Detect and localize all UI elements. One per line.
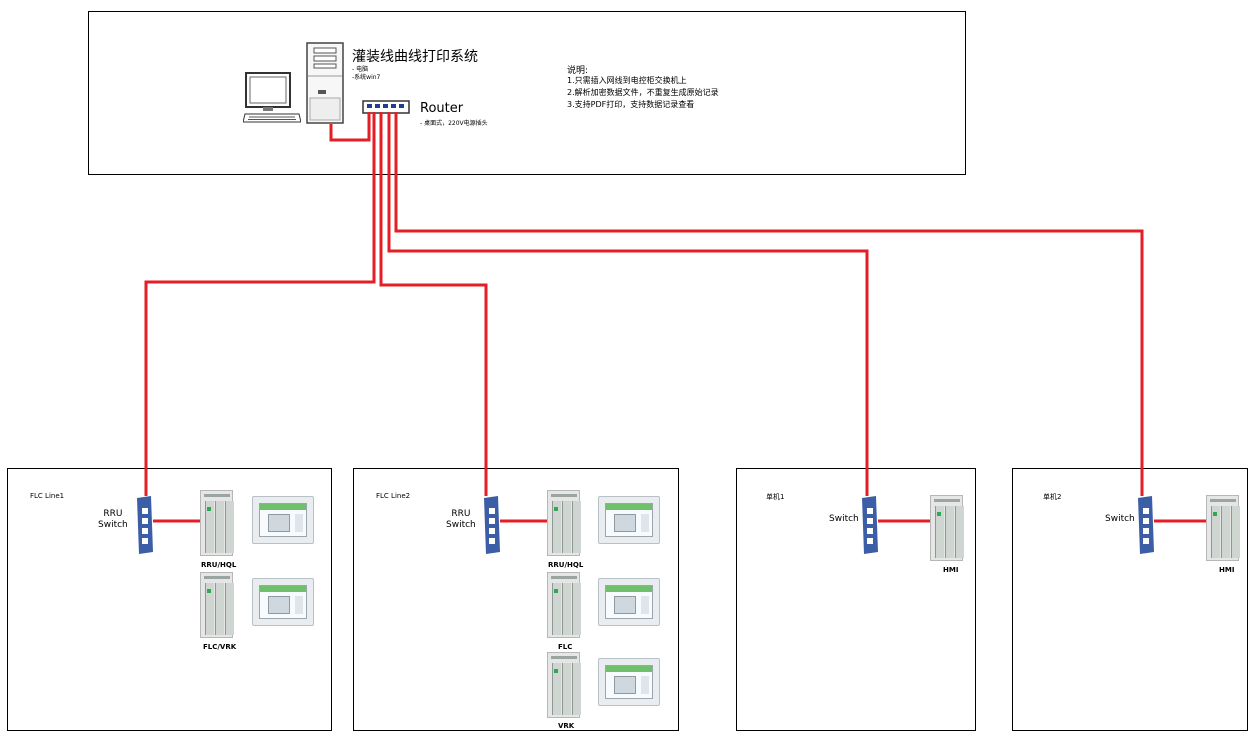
hmi-icon (252, 496, 314, 544)
router-note: - 桌面式，220V电源插头 (420, 120, 488, 127)
pc-note-2: -系统win7 (352, 74, 381, 81)
plc-icon (200, 572, 234, 638)
plc-icon (1206, 495, 1240, 561)
device-label-flc-line2: FLC (558, 643, 573, 651)
switch-label-line2: RRU Switch (446, 509, 476, 530)
switch-icon (1138, 496, 1154, 554)
switch-label-standalone-2: Switch (1105, 514, 1135, 524)
hmi-icon (598, 578, 660, 626)
device-label-flc-vrk-line1: FLC/VRK (203, 643, 237, 651)
device-label-hmi-standalone-2: HMI (1219, 566, 1235, 574)
pc-tower-icon (306, 42, 344, 124)
switch-label-standalone-1: Switch (829, 514, 859, 524)
device-label-hmi-standalone-1: HMI (943, 566, 959, 574)
plc-icon (547, 652, 581, 718)
plc-icon (930, 495, 964, 561)
plc-icon (547, 490, 581, 556)
switch-icon (484, 496, 500, 554)
panel-title-standalone-1: 单机1 (766, 493, 785, 501)
hmi-icon (252, 578, 314, 626)
system-box (88, 11, 966, 175)
router-icon (362, 100, 410, 114)
device-label-vrk-line2: VRK (558, 722, 575, 730)
device-label-rru-hql-line1: RRU/HQL (201, 561, 237, 569)
plc-icon (200, 490, 234, 556)
description-item-1: 1.只需插入网线到电控柜交换机上 (567, 76, 687, 85)
panel-title-flc-line1: FLC Line1 (30, 492, 65, 500)
panel-title-flc-line2: FLC Line2 (376, 492, 411, 500)
switch-icon (862, 496, 878, 554)
switch-icon (137, 496, 153, 554)
device-label-rru-hql-line2: RRU/HQL (548, 561, 584, 569)
plc-icon (547, 572, 581, 638)
hmi-icon (598, 496, 660, 544)
pc-note-1: - 电脑 (352, 66, 369, 73)
hmi-icon (598, 658, 660, 706)
router-label: Router (420, 101, 464, 116)
panel-title-standalone-2: 单机2 (1043, 493, 1062, 501)
switch-label-line1: RRU Switch (98, 509, 128, 530)
description-heading: 说明: (567, 66, 589, 76)
description-item-2: 2.解析加密数据文件，不重复生成原始记录 (567, 88, 719, 97)
computer-monitor-icon (243, 72, 301, 123)
description-item-3: 3.支持PDF打印，支持数据记录查看 (567, 100, 695, 109)
system-title: 灌装线曲线打印系统 (352, 49, 478, 65)
